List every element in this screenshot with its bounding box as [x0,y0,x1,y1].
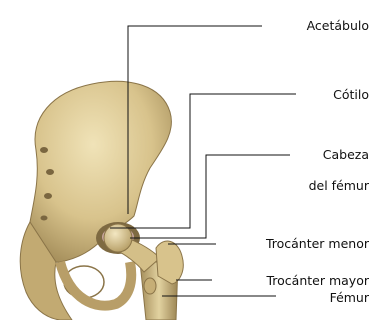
label-cabeza-line1: Cabeza [323,147,369,162]
greater-trochanter [156,241,183,284]
label-femur: Fémur [330,290,369,305]
leader-cabeza [130,155,290,238]
labels: Acetábulo Cótilo Cabeza del fémur Trocán… [265,18,369,305]
label-cabeza-line2: del fémur [309,178,369,193]
label-acetabulo: Acetábulo [307,18,369,33]
label-cotilo: Cótilo [333,87,369,102]
label-trocanter-menor: Trocánter menor [265,236,369,251]
label-trocanter-mayor: Trocánter mayor [266,273,369,288]
lesser-trochanter [144,278,156,294]
